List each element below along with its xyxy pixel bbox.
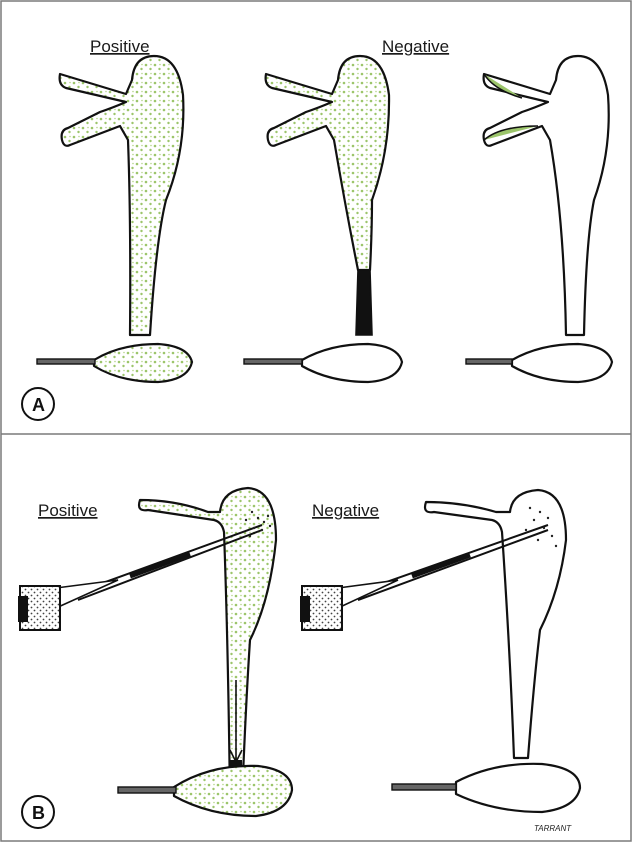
- panel-a-negative-drawing-1: [244, 56, 402, 382]
- catheter-balloon-empty: [302, 344, 402, 382]
- catheter-tube: [244, 359, 302, 364]
- panel-b: Positive Negative: [18, 488, 580, 833]
- panel-a-letter: A: [32, 395, 45, 415]
- catheter-balloon-filled: [174, 766, 292, 816]
- needle-sheath: [130, 554, 190, 576]
- catheter-tube: [37, 359, 95, 364]
- panel-a-positive-drawing: [37, 56, 192, 382]
- panel-b-positive-label: Positive: [38, 501, 98, 520]
- needle-sheath: [412, 555, 470, 576]
- panel-a-positive-label: Positive: [90, 37, 150, 56]
- panel-b-letter: B: [32, 803, 45, 823]
- syringe-plunger: [300, 596, 310, 622]
- syringe-cone: [338, 580, 398, 608]
- obstructed-neck: [356, 270, 372, 335]
- catheter-tube: [118, 787, 176, 793]
- gallbladder-duct-empty: [484, 56, 609, 335]
- gallbladder-duct-partial: [266, 56, 389, 270]
- panel-a-negative-drawing-2: [466, 56, 612, 382]
- panel-a: Positive Negative A: [22, 37, 612, 420]
- catheter-tube: [392, 784, 456, 790]
- catheter-tube: [466, 359, 512, 364]
- artist-signature: TARRANT: [534, 824, 572, 833]
- gallbladder-duct-filled: [60, 56, 184, 335]
- gallbladder-duct-filled: [139, 488, 276, 800]
- panel-b-positive-drawing: [18, 488, 292, 816]
- catheter-balloon-empty: [512, 344, 612, 382]
- catheter-balloon-empty: [456, 764, 580, 812]
- panel-b-negative-drawing: TARRANT: [300, 490, 580, 833]
- syringe-plunger: [18, 596, 28, 622]
- catheter-balloon-filled: [94, 344, 192, 382]
- panel-b-negative-label: Negative: [312, 501, 379, 520]
- syringe-cone: [56, 580, 118, 608]
- panel-a-negative-label: Negative: [382, 37, 449, 56]
